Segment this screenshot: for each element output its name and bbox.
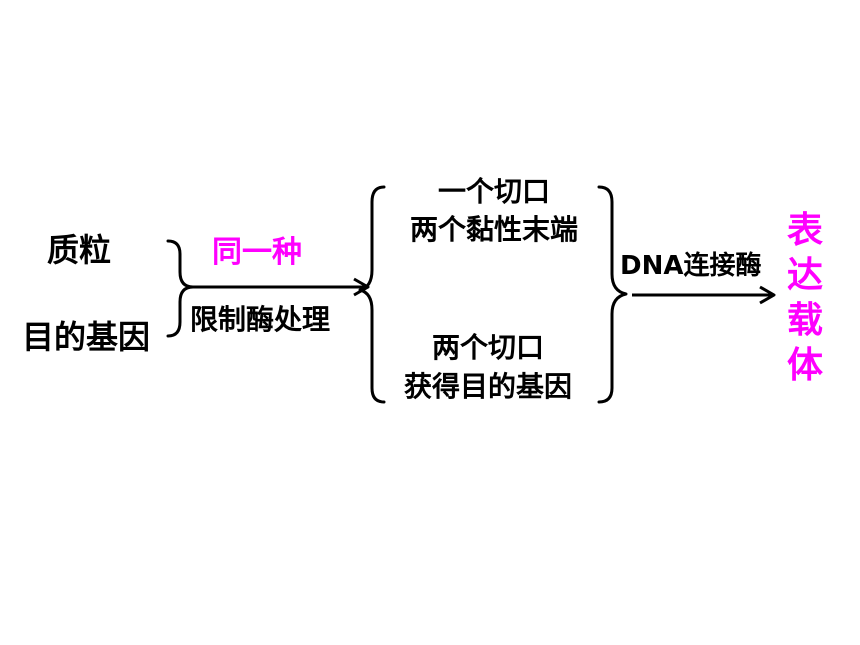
outcome-brace-left	[358, 185, 386, 404]
expression-vector-label: 表 达 载 体	[783, 208, 827, 388]
expression-vector-char: 体	[786, 345, 823, 386]
plasmid-label: 质粒	[47, 231, 112, 269]
dna-ligase-label: DNA连接酶	[620, 251, 762, 281]
plasmid-outcome-line1: 一个切口	[437, 175, 550, 208]
expression-vector-char: 表	[786, 210, 823, 251]
outcome-brace-right	[597, 185, 628, 404]
same-kind-label: 同一种	[212, 235, 302, 270]
restriction-enzyme-label: 限制酶处理	[190, 303, 331, 336]
expression-vector-char: 载	[786, 300, 823, 341]
gene-outcome-line1: 两个切口	[431, 331, 544, 364]
plasmid-outcome-line2: 两个黏性末端	[409, 213, 578, 246]
expression-vector-char: 达	[786, 255, 823, 296]
target-gene-label: 目的基因	[22, 318, 151, 356]
gene-outcome-line2: 获得目的基因	[403, 370, 572, 403]
ligase-arrow-head	[759, 285, 776, 305]
